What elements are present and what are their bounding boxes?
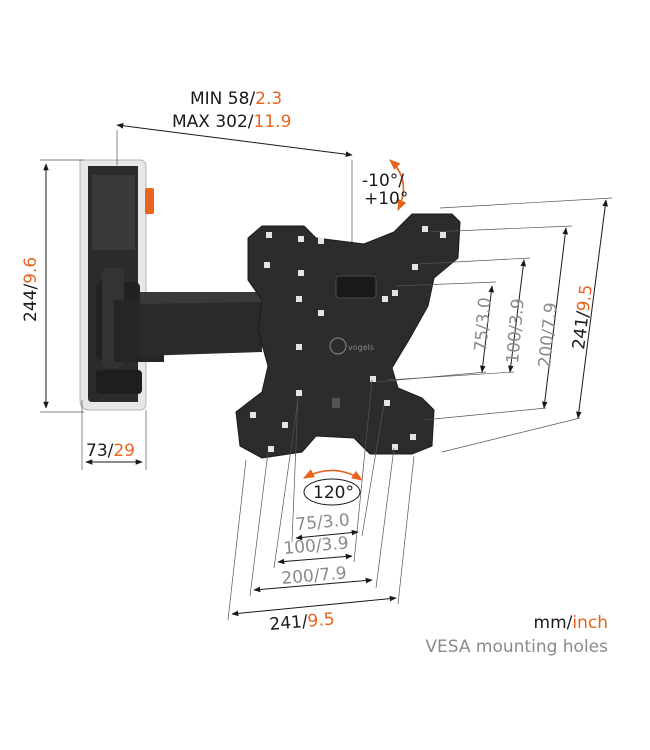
wall-plate-width-label: 73/29: [86, 441, 135, 461]
vesa-v-75-label: 75/3.0: [471, 296, 496, 352]
swivel-arrow-icon: [303, 469, 363, 481]
vesa-h-75-label: 75/3.0: [295, 510, 351, 535]
swivel-badge: [303, 478, 361, 506]
vesa-v-100-label: 100/3.9: [503, 298, 529, 365]
vesa-v-241-label: 241/9.5: [569, 283, 597, 350]
vesa-v-200-label: 200/7.9: [535, 302, 562, 369]
vesa-holes: [250, 226, 446, 452]
tilt-arrow-icon: [389, 159, 407, 212]
tv-bracket-plate: [235, 213, 461, 459]
arm-max-label: MAX 302/11.9: [172, 112, 291, 132]
vesa-h-200-label: 200/7.9: [281, 563, 348, 589]
wall-plate-height-label: 244/9.6: [21, 257, 41, 322]
tilt-label: -10°/ +10°: [362, 171, 409, 209]
lock-tab: [145, 188, 154, 214]
brand-logo: vogels: [329, 337, 374, 355]
arm-min-label: MIN 58/2.3: [190, 89, 282, 109]
swivel-arm: [96, 268, 262, 368]
svg-text:vogels: vogels: [348, 343, 374, 352]
vesa-h-241-label: 241/9.5: [269, 609, 336, 635]
vesa-caption: VESA mounting holes: [425, 637, 608, 657]
unit-legend: mm/inch: [534, 613, 608, 633]
dimension-lines: [40, 123, 613, 621]
swivel-label: 120°: [313, 483, 354, 503]
vesa-h-100-label: 100/3.9: [283, 533, 350, 559]
